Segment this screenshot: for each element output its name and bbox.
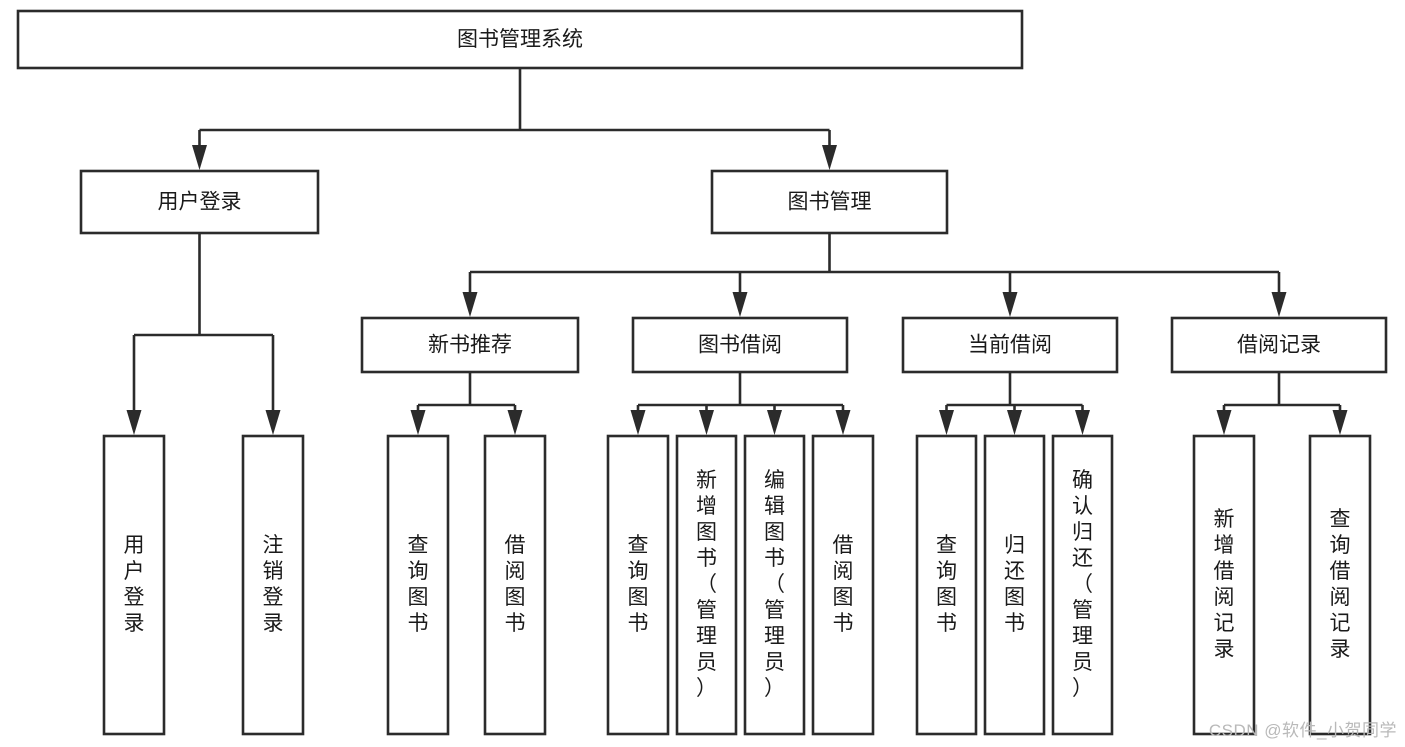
- edges-layer: [126, 68, 1348, 435]
- node-user-login[interactable]: 用户登录: [79, 169, 320, 235]
- node-leaf-query-book-1[interactable]: 查询图书: [386, 434, 450, 736]
- node-label-current-borrow: 当前借阅: [968, 334, 1052, 357]
- arrow-head-leaf-query-book-2: [630, 410, 646, 435]
- node-leaf-confirm-return-admin[interactable]: 确认归还（管理员）: [1051, 434, 1114, 736]
- node-box-leaf-user-login[interactable]: [102, 434, 166, 736]
- node-label-new-book-recommend: 新书推荐: [428, 334, 512, 357]
- node-label-borrow-record: 借阅记录: [1237, 334, 1321, 357]
- node-box-leaf-return-book[interactable]: [983, 434, 1046, 736]
- arrow-head-leaf-borrow-book-1: [507, 410, 523, 435]
- node-leaf-return-book[interactable]: 归还图书: [983, 434, 1046, 736]
- arrow-head-new-book-recommend: [462, 292, 478, 317]
- node-box-borrow-record[interactable]: [1170, 316, 1388, 374]
- arrow-head-leaf-user-login: [126, 410, 142, 435]
- arrow-head-leaf-borrow-book-2: [835, 410, 851, 435]
- node-leaf-add-borrow-record[interactable]: 新增借阅记录: [1192, 434, 1256, 736]
- node-label-leaf-return-book: 归还图书: [1004, 534, 1025, 635]
- arrow-head-leaf-query-book-1: [410, 410, 426, 435]
- node-box-leaf-query-borrow-record[interactable]: [1308, 434, 1372, 736]
- arrow-head-leaf-add-book-admin: [699, 410, 714, 435]
- csdn-watermark: CSDN @软件_小贺同学: [1208, 721, 1397, 740]
- node-leaf-add-book-admin[interactable]: 新增图书（管理员）: [675, 434, 738, 736]
- arrow-head-leaf-user-logout: [265, 410, 281, 435]
- arrow-head-borrow-record: [1271, 292, 1287, 317]
- arrow-head-leaf-return-book: [1007, 410, 1022, 435]
- arrow-head-leaf-query-book-3: [939, 410, 954, 435]
- node-box-leaf-add-borrow-record[interactable]: [1192, 434, 1256, 736]
- node-label-leaf-query-book-1: 查询图书: [408, 534, 429, 635]
- arrow-head-leaf-add-borrow-record: [1216, 410, 1232, 435]
- node-box-leaf-edit-book-admin[interactable]: [743, 434, 806, 736]
- node-book-borrow[interactable]: 图书借阅: [631, 316, 849, 374]
- arrow-head-book-borrow: [732, 292, 748, 317]
- node-label-leaf-edit-book-admin: 编辑图书（管理员）: [764, 469, 785, 700]
- arrow-head-user-login: [192, 145, 207, 170]
- node-current-borrow[interactable]: 当前借阅: [901, 316, 1119, 374]
- arrow-head-leaf-confirm-return-admin: [1075, 410, 1090, 435]
- edge-group-borrow-record: [1216, 372, 1348, 435]
- arrow-head-current-borrow: [1002, 292, 1018, 317]
- edge-group-current-borrow: [939, 372, 1090, 435]
- node-label-leaf-add-borrow-record: 新增借阅记录: [1214, 508, 1235, 661]
- arrow-head-leaf-edit-book-admin: [767, 410, 782, 435]
- node-borrow-record[interactable]: 借阅记录: [1170, 316, 1388, 374]
- edge-group-book-manage: [462, 233, 1287, 317]
- node-label-root: 图书管理系统: [457, 28, 583, 51]
- node-label-book-borrow: 图书借阅: [698, 334, 782, 357]
- node-leaf-edit-book-admin[interactable]: 编辑图书（管理员）: [743, 434, 806, 736]
- node-label-leaf-confirm-return-admin: 确认归还（管理员）: [1072, 469, 1093, 700]
- node-box-new-book-recommend[interactable]: [360, 316, 580, 374]
- edge-group-new-book-recommend: [410, 372, 523, 435]
- node-box-leaf-borrow-book-1[interactable]: [483, 434, 547, 736]
- node-box-leaf-query-book-1[interactable]: [386, 434, 450, 736]
- node-box-leaf-query-book-2[interactable]: [606, 434, 670, 736]
- node-box-leaf-user-logout[interactable]: [241, 434, 305, 736]
- node-label-leaf-user-logout: 注销登录: [263, 534, 284, 635]
- node-label-leaf-borrow-book-2: 借阅图书: [833, 534, 854, 635]
- edge-group-root: [192, 68, 837, 170]
- node-box-user-login[interactable]: [79, 169, 320, 235]
- node-box-leaf-query-book-3[interactable]: [915, 434, 978, 736]
- node-root[interactable]: 图书管理系统: [16, 9, 1024, 70]
- node-box-book-borrow[interactable]: [631, 316, 849, 374]
- node-new-book-recommend[interactable]: 新书推荐: [360, 316, 580, 374]
- node-box-current-borrow[interactable]: [901, 316, 1119, 374]
- node-label-book-manage: 图书管理: [788, 191, 872, 214]
- node-leaf-query-borrow-record[interactable]: 查询借阅记录: [1308, 434, 1372, 736]
- node-leaf-user-logout[interactable]: 注销登录: [241, 434, 305, 736]
- node-label-leaf-borrow-book-1: 借阅图书: [505, 534, 526, 635]
- node-label-leaf-query-borrow-record: 查询借阅记录: [1330, 508, 1351, 661]
- node-box-leaf-borrow-book-2[interactable]: [811, 434, 875, 736]
- arrow-head-leaf-query-borrow-record: [1332, 410, 1348, 435]
- edge-group-user-login: [126, 233, 281, 435]
- node-box-root[interactable]: [16, 9, 1024, 70]
- node-label-user-login: 用户登录: [158, 191, 242, 214]
- node-label-leaf-add-book-admin: 新增图书（管理员）: [696, 469, 717, 700]
- edge-group-book-borrow: [630, 372, 851, 435]
- node-label-leaf-user-login: 用户登录: [124, 534, 145, 635]
- node-book-manage[interactable]: 图书管理: [710, 169, 949, 235]
- node-label-leaf-query-book-3: 查询图书: [936, 534, 957, 635]
- arrow-head-book-manage: [822, 145, 837, 170]
- node-box-leaf-confirm-return-admin[interactable]: [1051, 434, 1114, 736]
- node-leaf-user-login[interactable]: 用户登录: [102, 434, 166, 736]
- node-box-leaf-add-book-admin[interactable]: [675, 434, 738, 736]
- node-leaf-borrow-book-2[interactable]: 借阅图书: [811, 434, 875, 736]
- node-leaf-borrow-book-1[interactable]: 借阅图书: [483, 434, 547, 736]
- node-label-leaf-query-book-2: 查询图书: [628, 534, 649, 635]
- node-leaf-query-book-3[interactable]: 查询图书: [915, 434, 978, 736]
- nodes-layer: 图书管理系统用户登录图书管理新书推荐图书借阅当前借阅借阅记录用户登录注销登录查询…: [16, 9, 1388, 736]
- node-box-book-manage[interactable]: [710, 169, 949, 235]
- node-leaf-query-book-2[interactable]: 查询图书: [606, 434, 670, 736]
